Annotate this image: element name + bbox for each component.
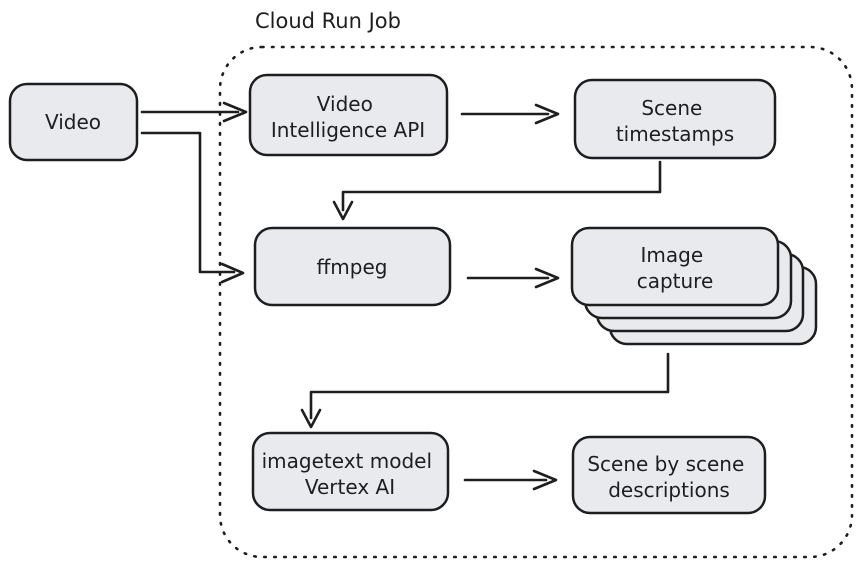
arrowhead-imagetext-model-to-scene-descriptions xyxy=(532,469,558,491)
node-label-line: Image xyxy=(641,243,704,267)
node-label-line: Scene xyxy=(641,96,702,120)
node-video: Video xyxy=(8,82,139,162)
node-scene-timestamps-label: Scene timestamps xyxy=(616,96,734,146)
edges-layer xyxy=(140,101,670,491)
node-ffmpeg-box xyxy=(253,226,452,307)
node-imagetext-model-vertex-ai: imagetext model Vertex AI xyxy=(251,431,450,512)
node-image-capture-label: Image capture xyxy=(637,243,714,293)
arrowhead-video-intelligence-api-to-scene-timestamps xyxy=(534,103,560,125)
node-video-label: Video xyxy=(45,110,101,134)
node-label-line: Scene by scene xyxy=(587,452,744,476)
node-video-intelligence-api-label: Video Intelligence API xyxy=(271,92,425,142)
cloud-run-job-group: Cloud Run Job xyxy=(218,9,854,559)
node-ffmpeg-label: ffmpeg xyxy=(317,255,388,279)
node-video-intelligence-api: Video Intelligence API xyxy=(248,73,449,157)
node-scene-by-scene-descriptions-box xyxy=(571,435,767,515)
node-scene-timestamps: Scene timestamps xyxy=(573,78,777,160)
arrowhead-video-to-video-intelligence-api xyxy=(222,101,248,123)
node-label-line: ffmpeg xyxy=(317,255,388,279)
node-label-line: Video xyxy=(317,92,373,116)
arrowhead-ffmpeg-to-image-capture xyxy=(534,267,560,289)
arrow-video-to-ffmpeg xyxy=(140,131,236,274)
arrowhead-scene-timestamps-to-ffmpeg xyxy=(332,200,354,221)
node-video-box xyxy=(8,82,139,162)
node-label-line: timestamps xyxy=(616,122,734,146)
arrow-image-capture-to-imagetext-model xyxy=(309,352,670,420)
node-video-intelligence-api-box xyxy=(248,73,449,157)
node-ffmpeg: ffmpeg xyxy=(253,226,452,307)
node-label-line: Video xyxy=(45,110,101,134)
node-label-line: capture xyxy=(637,269,714,293)
node-label-line: imagetext model xyxy=(262,449,432,473)
arrowhead-image-capture-to-imagetext-model xyxy=(300,408,322,429)
cloud-run-job-border xyxy=(218,45,854,559)
node-label-line: Intelligence API xyxy=(271,118,425,142)
node-scene-by-scene-descriptions: Scene by scene descriptions xyxy=(571,435,767,515)
node-image-capture-stack: Image capture xyxy=(570,226,818,346)
node-label-line: Vertex AI xyxy=(305,475,395,499)
node-label-line: descriptions xyxy=(608,478,730,502)
node-image-capture-box xyxy=(570,226,780,307)
arrowhead-video-to-ffmpeg xyxy=(220,262,245,284)
arrow-scene-timestamps-to-ffmpeg xyxy=(341,160,662,212)
node-imagetext-model-vertex-ai-box xyxy=(251,431,450,512)
node-scene-timestamps-box xyxy=(573,78,777,160)
cloud-run-job-title: Cloud Run Job xyxy=(255,9,401,33)
node-imagetext-model-vertex-ai-label: imagetext model Vertex AI xyxy=(262,449,439,499)
node-scene-by-scene-descriptions-label: Scene by scene descriptions xyxy=(587,452,750,502)
